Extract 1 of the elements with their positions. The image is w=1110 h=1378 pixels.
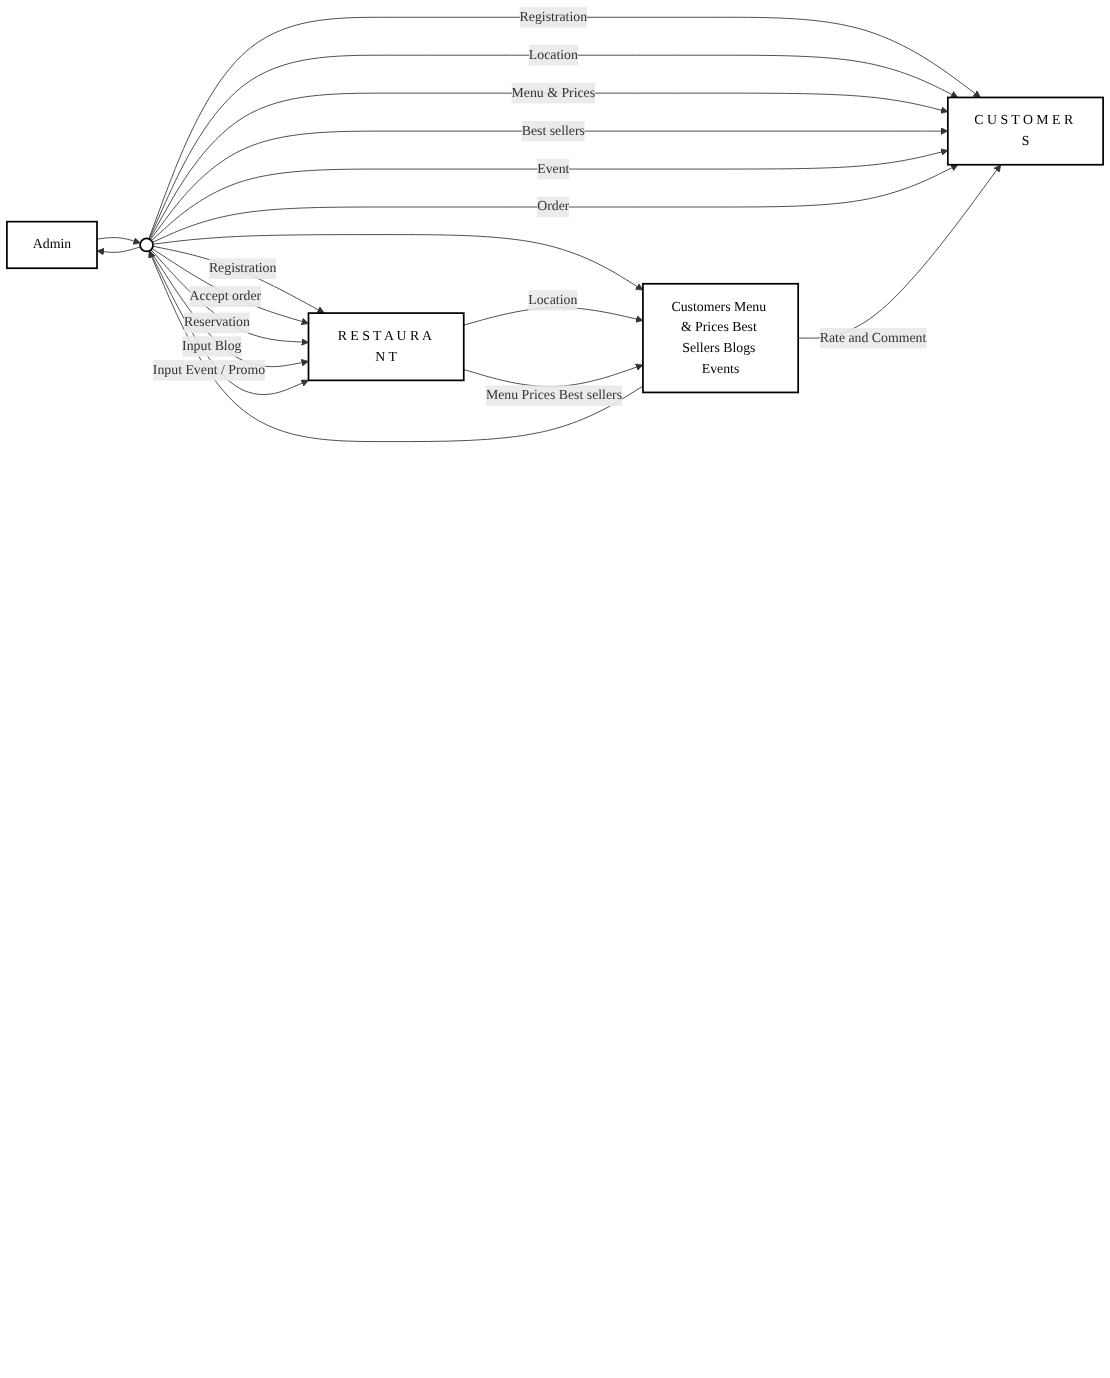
node-ellipse xyxy=(139,237,154,253)
